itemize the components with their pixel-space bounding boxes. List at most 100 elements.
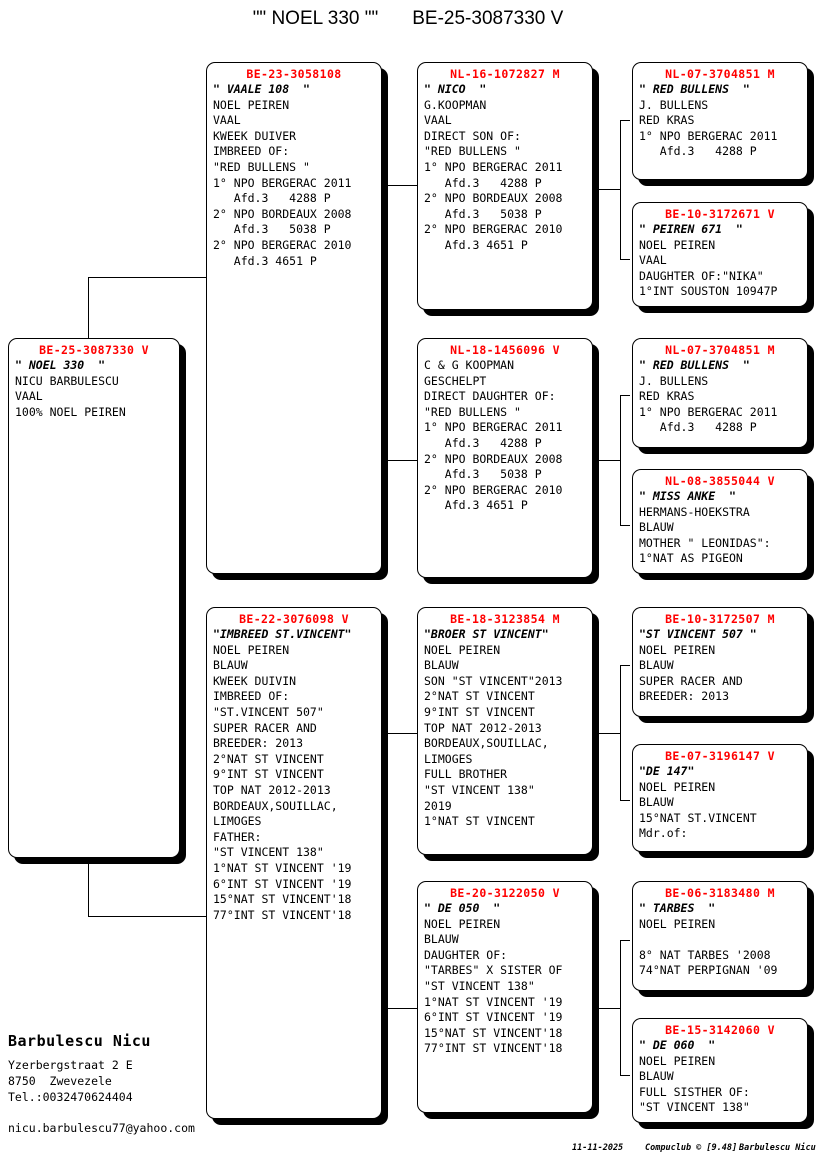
detail-line: NOEL PEIREN [213,97,290,112]
detail-line: FULL BROTHER [424,767,508,782]
nickname: "ST VINCENT 507 " [639,627,757,641]
detail-line: "ST VINCENT 138" [639,1100,750,1115]
ring-number: BE-18-3123854 M [450,612,560,626]
nickname: " DE 060 " [639,1038,716,1052]
detail-line: BLAUW [424,932,459,947]
pedigree-box-subject[interactable]: BE-25-3087330 V " NOEL 330 " NICU BARBUL… [8,338,180,858]
detail-line: DIRECT DAUGHTER OF: [424,389,556,404]
detail-line: Mdr.of: [639,826,688,841]
detail-line: LIMOGES [424,751,473,766]
detail-line: BLAUW [639,795,674,810]
detail-line: NOEL PEIREN [639,779,716,794]
detail-line: GESCHELPT [424,373,487,388]
detail-line: Afd.3 4288 P [213,191,331,206]
detail-line: 2° NPO BORDEAUX 2008 [424,451,563,466]
nickname: " RED BULLENS " [639,358,750,372]
detail-line: "ST VINCENT 138" [424,782,535,797]
connector-g2a-bottom [620,259,630,260]
detail-line: DAUGHTER OF:"NIKA" [639,268,764,283]
detail-line: 2° NPO BERGERAC 2010 [213,237,352,252]
detail-line: NOEL PEIREN [424,642,501,657]
pedigree-box-gen3-2[interactable]: BE-10-3172671 V " PEIREN 671 " NOEL PEIR… [632,202,808,307]
detail-line: 9°INT ST VINCENT [213,767,324,782]
connector-g1a-bottom [385,460,417,461]
detail-line: BLAUW [639,520,674,535]
detail-line: 77°INT ST VINCENT'18 [424,1041,563,1056]
ring-number: BE-20-3122050 V [450,886,560,900]
ring-number: NL-18-1456096 V [450,343,560,357]
detail-line: J. BULLENS [639,373,709,388]
pedigree-box-gen3-1[interactable]: NL-07-3704851 M " RED BULLENS " J. BULLE… [632,62,808,180]
page-title-name: "" NOEL 330 "" [252,8,379,29]
detail-line: Afd.3 5038 P [424,467,542,482]
detail-line: 6°INT ST VINCENT '19 [424,1010,563,1025]
detail-line: FATHER: [213,829,262,844]
nickname: "DE 147" [639,764,695,778]
detail-line: VAAL [15,389,43,404]
detail-line: 77°INT ST VINCENT'18 [213,907,352,922]
detail-line: 1°INT SOUSTON 10947P [639,284,778,299]
detail-line: FULL SISTHER OF: [639,1084,750,1099]
detail-line: KWEEK DUIVIN [213,673,297,688]
detail-line: G.KOOPMAN [424,97,487,112]
pedigree-box-gen1-sire[interactable]: BE-23-3058108 " VAALE 108 " NOEL PEIREN … [206,62,382,574]
connector-g1b-vert [385,733,386,1008]
nickname: "IMBREED ST.VINCENT" [213,627,352,641]
pedigree-box-gen3-8[interactable]: BE-15-3142060 V " DE 060 " NOEL PEIREN B… [632,1018,808,1123]
ring-number: NL-07-3704851 M [665,67,775,81]
pedigree-box-gen2-1[interactable]: NL-16-1072827 M " NICO " G.KOOPMAN VAAL … [417,62,593,310]
page-title: "" NOEL 330 ""BE-25-3087330 V [0,8,816,30]
detail-line: BORDEAUX,SOUILLAC, [424,736,549,751]
connector-g2c-top [620,665,630,666]
detail-line: LIMOGES [213,814,262,829]
connector-g2b-bottom [620,525,630,526]
detail-line: SON "ST VINCENT"2013 [424,673,563,688]
detail-line: 1° NPO BERGERAC 2011 [639,128,778,143]
pedigree-box-gen3-4[interactable]: NL-08-3855044 V " MISS ANKE " HERMANS-HO… [632,469,808,574]
detail-line: DIRECT SON OF: [424,128,521,143]
pedigree-box-gen3-3[interactable]: NL-07-3704851 M " RED BULLENS " J. BULLE… [632,338,808,448]
detail-line: "ST VINCENT 138" [424,978,535,993]
detail-line: VAAL [213,113,241,128]
detail-line: BREEDER: 2013 [639,689,730,704]
detail-line: BLAUW [424,658,459,673]
detail-line: C & G KOOPMAN [424,358,515,372]
detail-line: VAAL [639,253,667,268]
detail-line: NOEL PEIREN [639,1053,716,1068]
connector-g2d-top [620,940,630,941]
connector-g2d-stem [598,1008,621,1009]
pedigree-box-gen1-dam[interactable]: BE-22-3076098 V "IMBREED ST.VINCENT" NOE… [206,607,382,1119]
owner-email[interactable]: nicu.barbulescu77@yahoo.com [8,1121,195,1135]
detail-line: Afd.3 4651 P [424,237,528,252]
connector-g2d-vert [620,940,621,1075]
detail-line: 1°NAT ST VINCENT '19 [213,860,352,875]
ring-number: BE-07-3196147 V [665,749,775,763]
detail-line: Afd.3 4651 P [424,498,528,513]
ring-number: NL-16-1072827 M [450,67,560,81]
detail-line: Afd.3 4288 P [424,435,542,450]
nickname: " TARBES " [639,901,716,915]
detail-line: RED KRAS [639,389,695,404]
owner-city: 8750 Zwevezele [8,1074,112,1088]
nickname: " VAALE 108 " [213,82,310,96]
connector-g1b-top [385,733,417,734]
detail-line: Afd.3 5038 P [424,206,542,221]
detail-line: 100% NOEL PEIREN [15,404,126,419]
detail-line: 2°NAT ST VINCENT [213,751,324,766]
ring-number: NL-08-3855044 V [665,474,775,488]
pedigree-box-gen2-3[interactable]: BE-18-3123854 M "BROER ST VINCENT" NOEL … [417,607,593,855]
pedigree-box-gen2-4[interactable]: BE-20-3122050 V " DE 050 " NOEL PEIREN B… [417,881,593,1113]
detail-line: RED KRAS [639,113,695,128]
pedigree-box-gen3-7[interactable]: BE-06-3183480 M " TARBES " NOEL PEIREN 8… [632,881,808,991]
detail-line: Afd.3 5038 P [213,222,331,237]
pedigree-box-gen3-6[interactable]: BE-07-3196147 V "DE 147" NOEL PEIREN BLA… [632,744,808,852]
detail-line: 1° NPO BERGERAC 2011 [639,404,778,419]
detail-line: 8° NAT TARBES '2008 [639,947,771,962]
detail-line: 2019 [424,798,452,813]
connector-g2d-bottom [620,1075,630,1076]
ring-number: BE-25-3087330 V [39,343,149,357]
pedigree-box-gen2-2[interactable]: NL-18-1456096 V C & G KOOPMAN GESCHELPT … [417,338,593,578]
detail-line: 1° NPO BERGERAC 2011 [424,159,563,174]
detail-line: SUPER RACER AND [639,673,743,688]
pedigree-box-gen3-5[interactable]: BE-10-3172507 M "ST VINCENT 507 " NOEL P… [632,607,808,717]
